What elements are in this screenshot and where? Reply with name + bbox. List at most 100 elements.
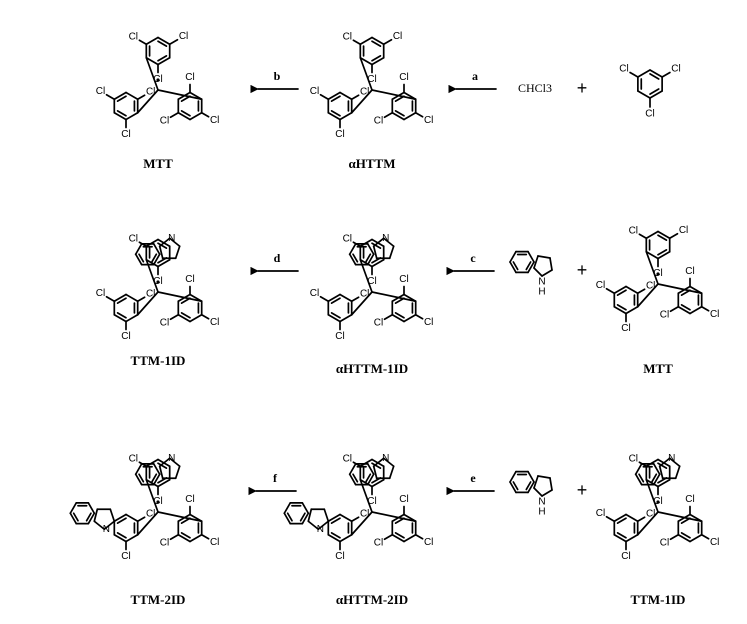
- top-ring-bond: [359, 56, 373, 66]
- double-bond: [680, 304, 691, 311]
- double-bond: [649, 73, 660, 80]
- chlorine-left-ortho: Cl: [121, 331, 130, 342]
- double-bond: [371, 462, 382, 469]
- left-ring-bond: [125, 533, 139, 543]
- cl-bond: [169, 111, 180, 119]
- free-indole-row2-benzo-bond: [527, 250, 535, 263]
- chlorine-top-right: Cl: [343, 453, 352, 464]
- tcb-chlorine: Cl: [645, 109, 654, 120]
- left-ring-bond: [113, 313, 127, 323]
- double-bond: [85, 512, 92, 522]
- top-indole-benzo-bond: [134, 243, 143, 256]
- chlorine-left-ortho: Cl: [335, 129, 344, 140]
- right-ring-bond: [403, 533, 417, 543]
- chlorine-top-para: Cl: [179, 31, 188, 42]
- top-indole-benzo-bond: [348, 243, 357, 256]
- central-bond: [350, 511, 373, 536]
- top-indole-benzo-bond: [348, 253, 357, 266]
- double-bond: [371, 242, 382, 249]
- top-indole-benzo-bond: [152, 463, 161, 476]
- chlorine-top-right: Cl: [629, 225, 638, 236]
- left-ring-bond: [327, 313, 341, 323]
- right-ring-bond: [189, 533, 203, 543]
- cl-bond: [383, 111, 394, 119]
- left-indole-benzo-bond: [69, 502, 78, 515]
- top-indole-pyrrole-bond: [372, 245, 378, 260]
- left-ring-bond: [339, 313, 353, 323]
- double-bond: [394, 312, 405, 319]
- tcb-chlorine: Cl: [619, 64, 628, 75]
- chlorine-right-ortho2: Cl: [210, 537, 219, 548]
- double-bond: [365, 473, 372, 483]
- double-bond: [352, 473, 359, 483]
- top-indole-benzo-bond: [152, 253, 161, 266]
- top-ring-bond: [145, 258, 159, 268]
- plus-row1: +: [577, 78, 588, 98]
- top-indole-pyrrole-bond: [668, 457, 681, 468]
- right-ring-bond: [391, 313, 405, 323]
- free-indole-row2-benzo-bond: [509, 250, 517, 263]
- cl-bond: [669, 305, 680, 313]
- left-ring-bond: [613, 513, 627, 523]
- cl-bond: [136, 94, 146, 101]
- top-ring-bond: [645, 230, 659, 240]
- left-indole-pyrrole-bond: [307, 520, 320, 531]
- chlorine-right-para: Cl: [660, 537, 669, 548]
- cond-f: f: [273, 471, 278, 485]
- top-indole-pyrrole-bond: [168, 457, 181, 468]
- chlorine-right-ortho: Cl: [185, 274, 194, 285]
- cl-bond: [200, 313, 210, 320]
- right-ring-bond: [391, 111, 405, 121]
- central-bond: [145, 56, 159, 91]
- chlorine-left-ortho2: Cl: [146, 288, 155, 299]
- cl-bond: [414, 313, 424, 320]
- free-indole-row3-pyrrole-bond: [533, 487, 543, 497]
- top-indole-pyrrole-bond: [372, 465, 378, 480]
- top-indole-benzo-bond: [134, 463, 143, 476]
- top-indole-pyrrole-bond: [388, 465, 395, 480]
- chlorine-left-ortho2: Cl: [646, 508, 655, 519]
- cl-bond: [383, 533, 394, 541]
- label-mtth-row1: αHTTM: [349, 156, 396, 171]
- central-bond: [350, 291, 373, 316]
- chlorine-top-left: Cl: [367, 74, 376, 85]
- central-bond: [136, 89, 159, 114]
- free-indole-row3-benzo-bond: [527, 481, 535, 494]
- chlorine-right-ortho: Cl: [185, 494, 194, 505]
- double-bond: [365, 253, 372, 263]
- cond-c: c: [470, 251, 476, 265]
- left-ring-bond: [625, 285, 639, 295]
- cl-bond: [605, 287, 616, 295]
- free-indole-row2-nh: H: [538, 287, 545, 298]
- label-httm2id-row3: αHTTM-2ID: [336, 592, 408, 607]
- left-indole-benzo-bond: [283, 512, 292, 525]
- double-bond: [394, 110, 405, 117]
- left-ring-bond: [339, 111, 353, 121]
- cl-bond: [636, 516, 646, 523]
- cond-e: e: [470, 471, 476, 485]
- chlorine-top-left: Cl: [153, 74, 162, 85]
- left-ring-bond: [613, 305, 627, 315]
- double-bond: [157, 40, 168, 47]
- double-bond: [657, 249, 668, 256]
- double-bond: [616, 532, 627, 539]
- cl-bond: [105, 93, 116, 101]
- top-ring-bond: [157, 36, 171, 46]
- label-httm1id-row2: αHTTM-1ID: [336, 361, 408, 376]
- right-ring-bond: [177, 533, 191, 543]
- right-ring-bond: [689, 305, 703, 315]
- cl-bond: [383, 313, 394, 321]
- label-ttm2id-row3: TTM-2ID: [131, 592, 186, 607]
- left-indole-pyrrole-bond: [323, 508, 330, 523]
- free-indole-row2-benzo-bond: [509, 261, 517, 274]
- free-indole-row2-pyrrole-bond: [533, 255, 539, 269]
- cl-bond: [669, 533, 680, 541]
- chlorine-right-para: Cl: [160, 537, 169, 548]
- top-ring-bond: [371, 478, 385, 488]
- top-ring-bond: [145, 238, 159, 248]
- cl-bond: [200, 533, 210, 540]
- tcb-ring-bond: [637, 90, 651, 99]
- right-ring-bond: [403, 313, 417, 323]
- double-bond: [371, 55, 382, 62]
- top-indole-pyrrole-bond: [382, 457, 395, 468]
